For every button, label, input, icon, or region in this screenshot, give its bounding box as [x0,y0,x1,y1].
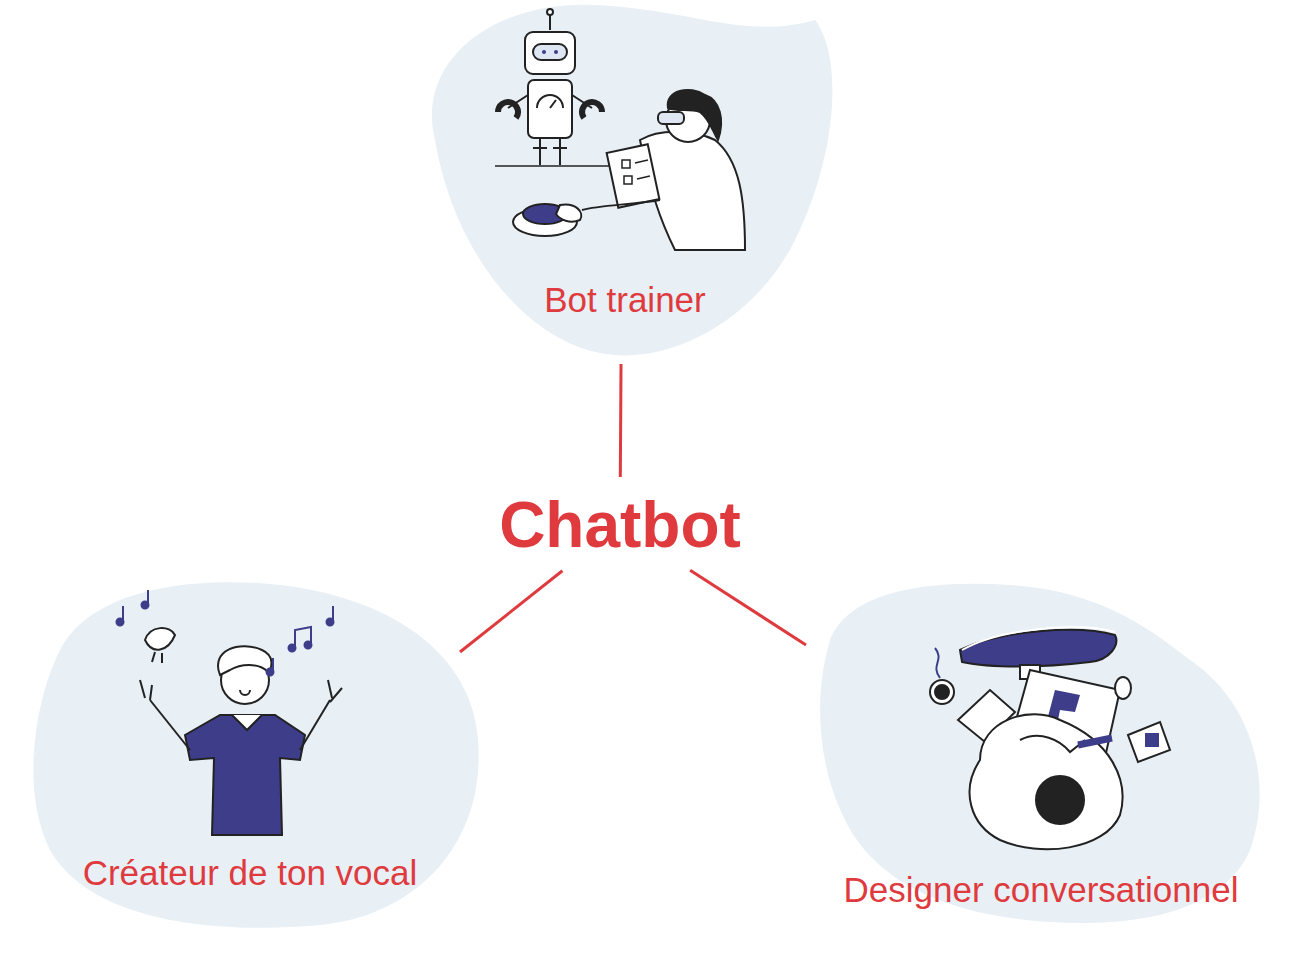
blob [432,5,833,356]
role-node: Créateur de ton vocal [10,575,490,935]
scientist-figure [513,90,745,250]
hub-node: Chatbot [491,483,749,567]
role-node: Bot trainer [415,0,835,360]
desk-figure [930,627,1170,849]
role-label: Créateur de ton vocal [83,851,418,895]
role-label: Bot trainer [544,278,705,322]
role-node: Designer conversationnel [782,580,1300,925]
singer-figure [140,646,342,835]
hub-label: Chatbot [499,487,741,563]
blob [820,584,1259,923]
robot-figure [495,9,660,166]
connector-line [690,570,806,645]
role-label: Designer conversationnel [844,868,1239,912]
connector-line [619,364,623,477]
music-notes [117,590,334,676]
connector-line [460,571,562,652]
blob [33,582,478,928]
